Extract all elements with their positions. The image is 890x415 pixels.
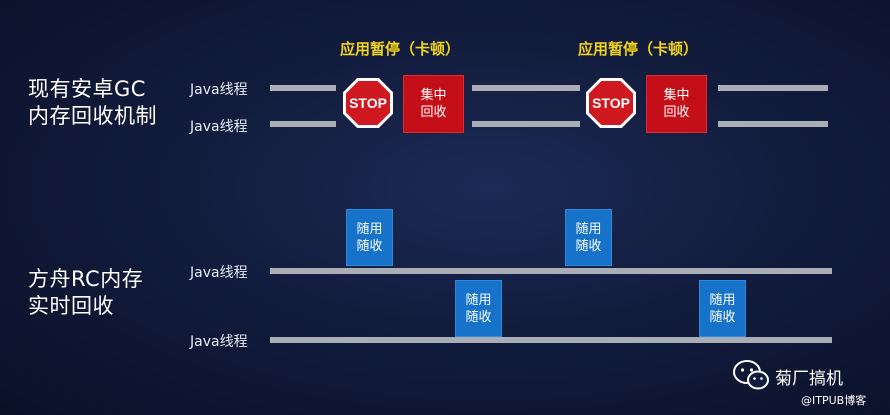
android-thread-label-1: Java线程	[190, 82, 248, 98]
ark-thread-1-line	[270, 268, 832, 274]
stop-sign-text: STOP	[349, 95, 387, 111]
android-thread-2-segment-1	[270, 121, 336, 127]
realtime-collect-box-2: 随用 随收	[565, 209, 612, 266]
android-gc-title: 现有安卓GC 内存回收机制	[28, 77, 157, 128]
realtime-collect-box-4: 随用 随收	[699, 280, 746, 337]
stop-sign-icon: STOP	[586, 78, 636, 128]
android-thread-2-segment-3	[718, 121, 828, 127]
wechat-icon	[733, 360, 769, 390]
ark-thread-label-2: Java线程	[190, 334, 248, 350]
android-thread-1-segment-3	[718, 85, 828, 91]
centralized-collect-box-2: 集中 回收	[646, 75, 707, 133]
pause-label-2: 应用暂停（卡顿）	[578, 40, 699, 58]
realtime-collect-box-3: 随用 随收	[455, 280, 502, 337]
ark-thread-2-line	[270, 337, 832, 343]
ark-rc-title: 方舟RC内存 实时回收	[28, 267, 144, 318]
stop-sign-text: STOP	[592, 95, 630, 111]
android-thread-1-segment-2	[472, 85, 580, 91]
watermark-account-name: 菊厂搞机	[775, 369, 843, 389]
stop-sign-icon: STOP	[343, 78, 393, 128]
android-thread-2-segment-2	[472, 121, 580, 127]
centralized-collect-box-1: 集中 回收	[403, 75, 464, 133]
android-thread-1-segment-1	[270, 85, 336, 91]
android-thread-label-2: Java线程	[190, 119, 248, 135]
pause-label-1: 应用暂停（卡顿）	[340, 40, 461, 58]
watermark-source: @ITPUB博客	[801, 394, 867, 407]
ark-thread-label-1: Java线程	[190, 265, 248, 281]
realtime-collect-box-1: 随用 随收	[346, 209, 393, 266]
